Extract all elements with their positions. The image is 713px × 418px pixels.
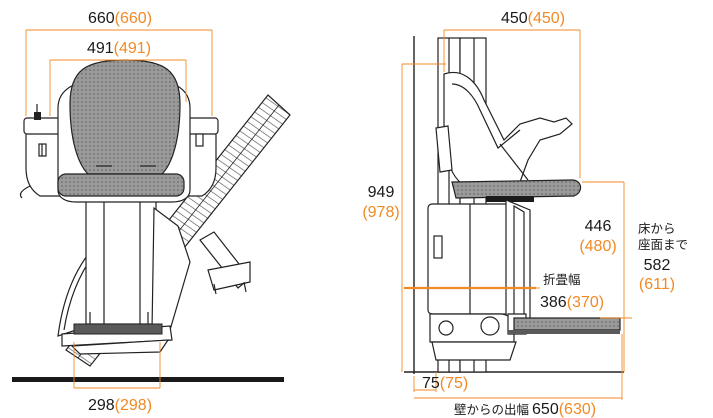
- overall-width-label: 660(660): [88, 10, 152, 27]
- total-height-alt: (978): [362, 204, 399, 221]
- floor-to-seat-alt: (611): [639, 276, 675, 293]
- dimension-lines-front: [25, 29, 213, 389]
- footrest-front: [61, 323, 173, 355]
- front-view: 660(660) 491(491) 298(298): [12, 10, 291, 414]
- seat-width-label: 491(491): [87, 40, 151, 57]
- wall-gap-label: 75(75): [422, 375, 468, 392]
- folded-width-value-text: 386(370): [540, 294, 604, 311]
- floor-to-seat-value: 582: [644, 257, 671, 274]
- depth-label: 450(450): [501, 10, 565, 27]
- footrest-side: [507, 313, 621, 335]
- seat-front: [19, 59, 219, 203]
- seat-side: [435, 71, 582, 202]
- side-view: 450(450) 949 (978) 446 (480) 床から 座面まで 58…: [362, 10, 688, 418]
- seat-height-alt: (480): [579, 238, 616, 255]
- seat-height-value: 446: [585, 218, 612, 235]
- backrest-cushion: [69, 59, 181, 175]
- seat-cushion: [57, 173, 185, 197]
- total-height-value: 949: [368, 184, 395, 201]
- floor-line: [12, 377, 284, 382]
- floor-to-seat-label-1: 床から: [638, 222, 676, 236]
- carriage-column: [57, 199, 191, 337]
- rail-support-bracket: [199, 231, 251, 295]
- dimension-lines-side: [401, 29, 632, 400]
- floor-to-seat-label-2: 座面まで: [638, 237, 688, 252]
- carriage-side: [427, 199, 531, 361]
- base-width-label: 298(298): [88, 397, 152, 414]
- folded-width-label: 折畳幅: [543, 272, 581, 287]
- seat-pan: [451, 179, 582, 199]
